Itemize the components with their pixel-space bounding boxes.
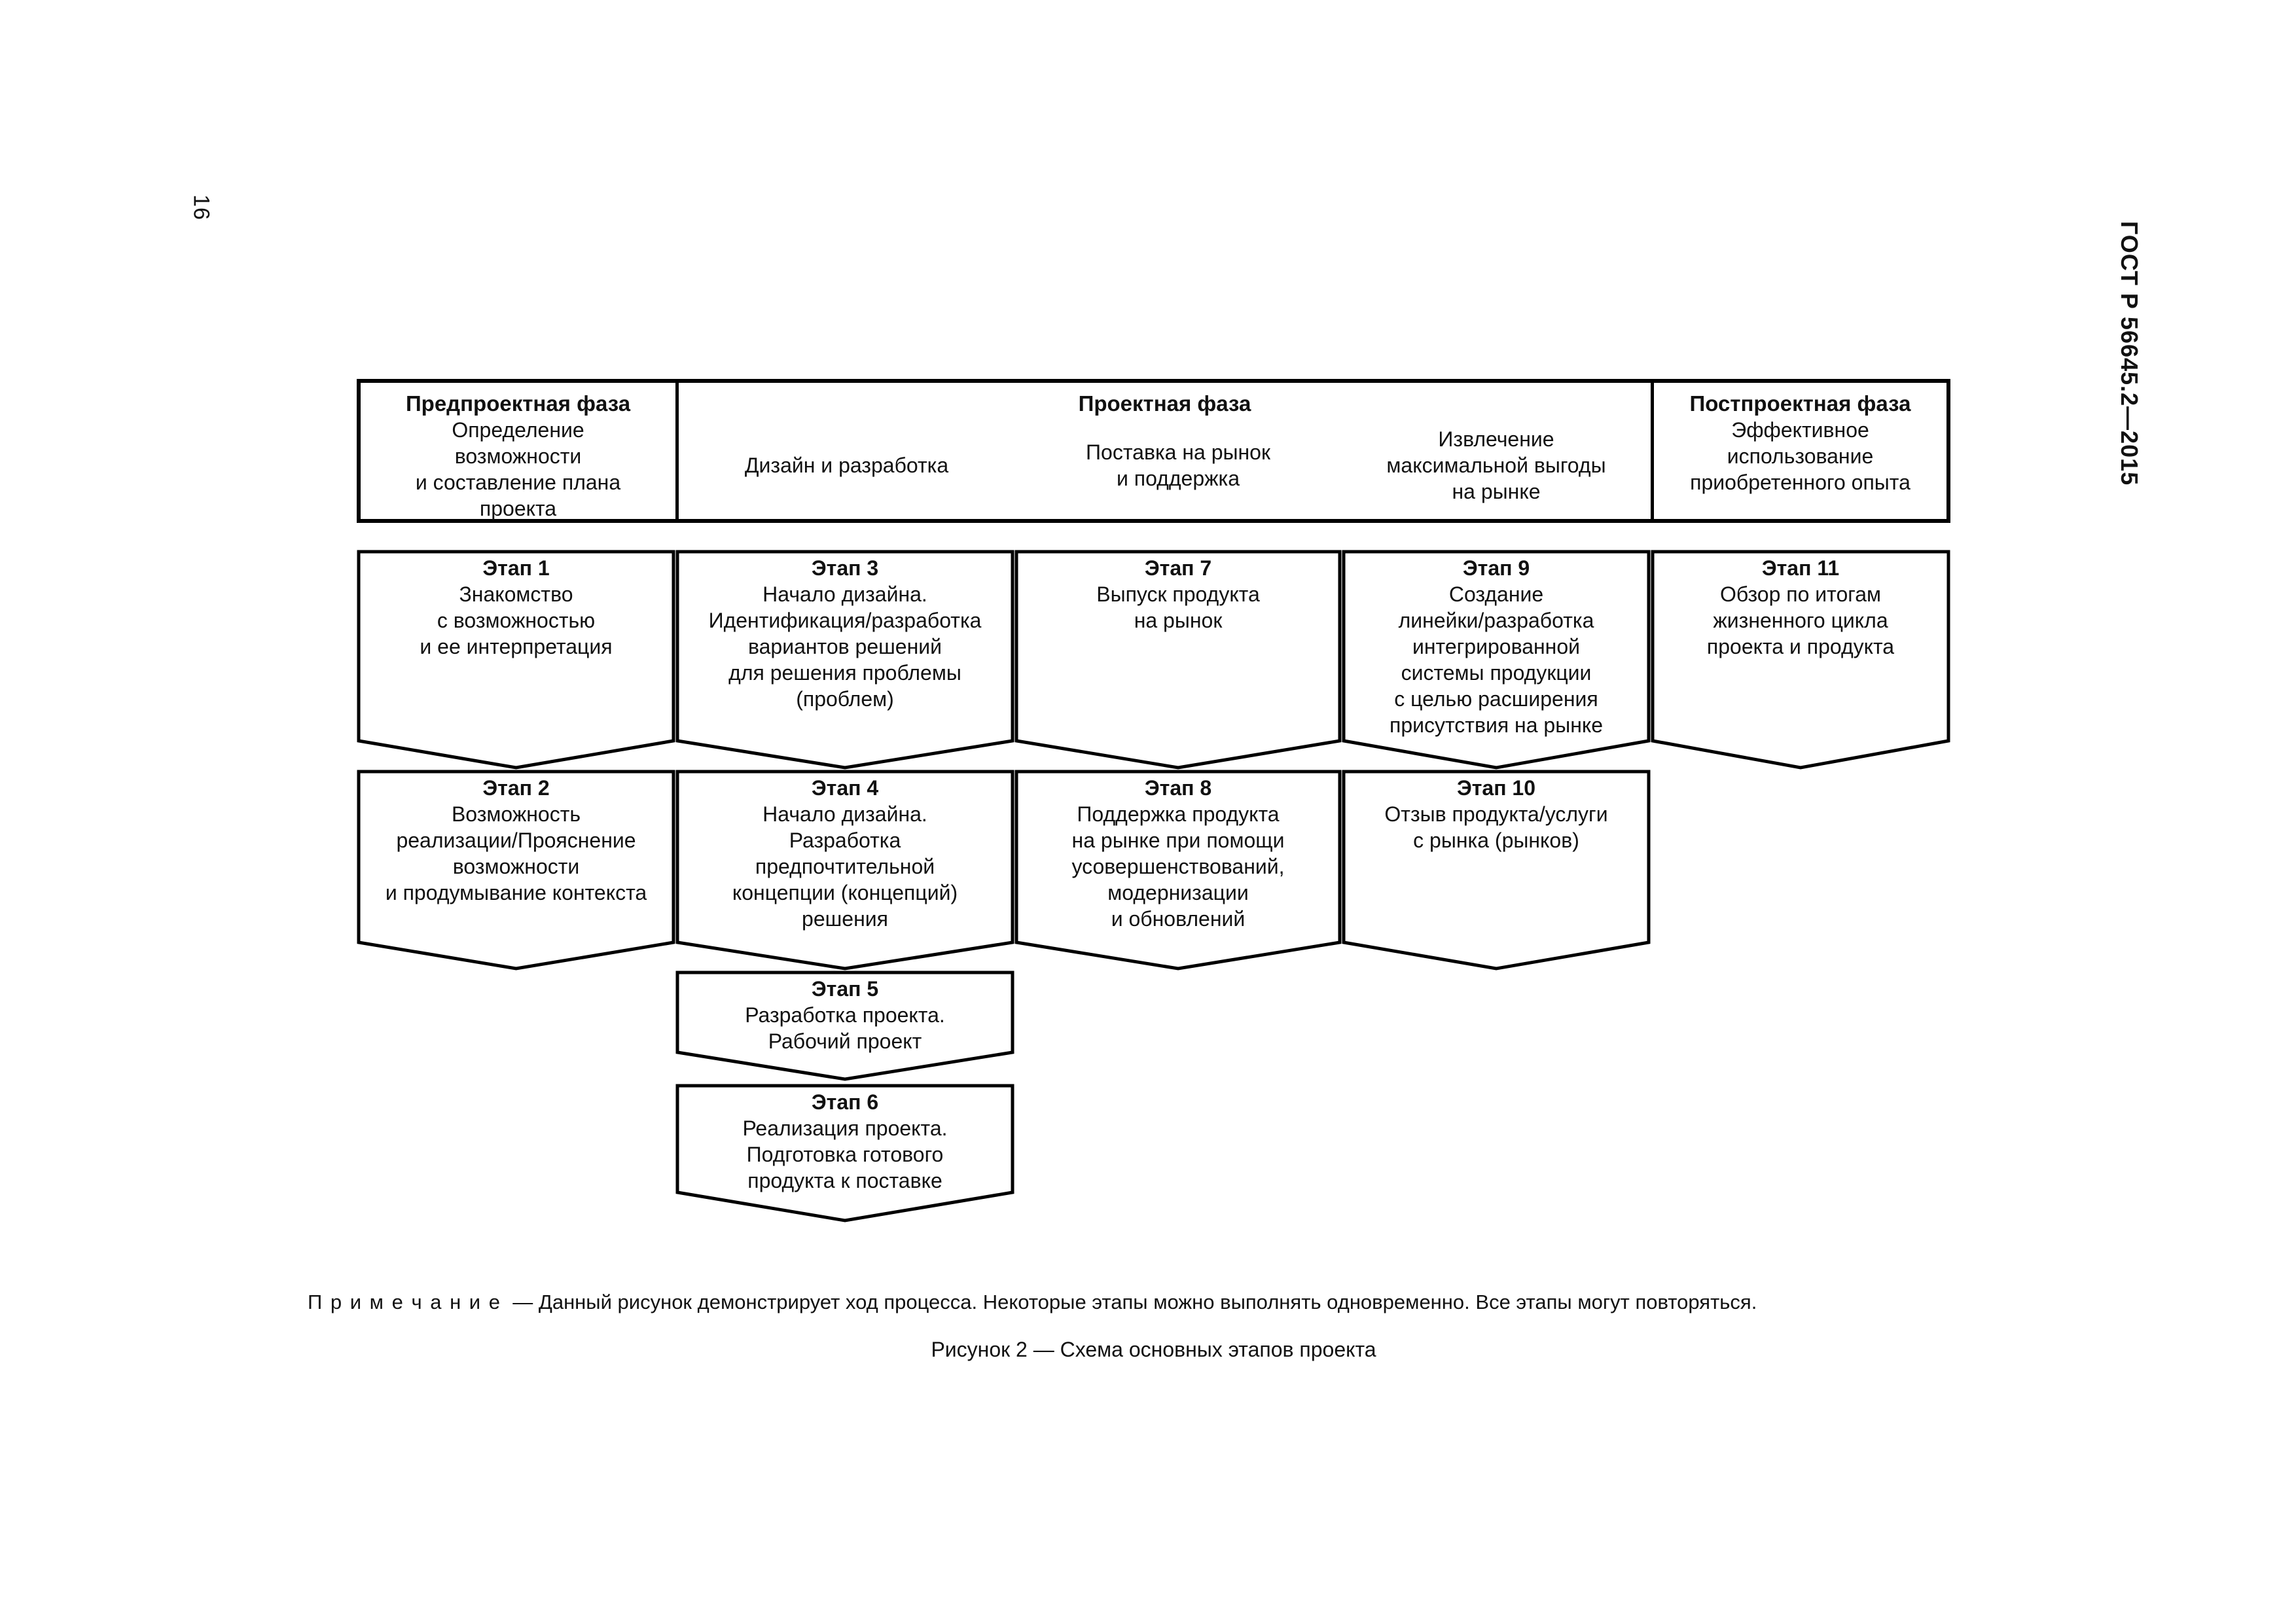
stage-title: Этап 6 xyxy=(811,1090,879,1114)
stage-box-3: Этап 3 Начало дизайна. Идентификация/раз… xyxy=(675,550,1014,770)
stage-content: Этап 6 Реализация проекта. Подготовка го… xyxy=(681,1089,1009,1194)
phase-title: Постпроектная фаза xyxy=(1689,391,1911,416)
stage-box-11: Этап 11 Обзор по итогам жизненного цикла… xyxy=(1651,550,1950,770)
phase-sub-market: Поставка на рынок и поддержка xyxy=(1086,440,1270,490)
phase-body: Эффективное использование приобретенного… xyxy=(1690,418,1910,494)
stage-banner-shape xyxy=(675,770,1014,971)
stage-content: Этап 7 Выпуск продукта на рынок xyxy=(1020,555,1336,633)
stage-content: Этап 8 Поддержка продукта на рынке при п… xyxy=(1020,775,1336,932)
stage-content: Этап 2 Возможность реализации/Прояснение… xyxy=(362,775,670,906)
stage-body: Знакомство с возможностью и ее интерпрет… xyxy=(420,582,613,658)
phase-sub-benefit: Извлечение максимальной выгоды на рынке xyxy=(1386,427,1606,503)
phase-separator xyxy=(1651,383,1654,519)
stage-banner-shape xyxy=(1651,550,1950,770)
stage-body: Поддержка продукта на рынке при помощи у… xyxy=(1071,802,1285,931)
figure-caption: Рисунок 2 — Схема основных этапов проект… xyxy=(931,1338,1376,1361)
stage-box-4: Этап 4 Начало дизайна. Разработка предпо… xyxy=(675,770,1014,971)
phase-sub-design: Дизайн и разработка xyxy=(744,454,949,477)
stage-banner-shape xyxy=(1342,770,1651,971)
stage-body: Разработка проекта. Рабочий проект xyxy=(745,1003,945,1053)
stage-title: Этап 9 xyxy=(1462,556,1530,580)
stage-body: Отзыв продукта/услуги с рынка (рынков) xyxy=(1384,802,1608,852)
stage-banner-shape xyxy=(675,1084,1014,1222)
stage-content: Этап 9 Создание линейки/разработка интег… xyxy=(1347,555,1645,738)
phase-post-project: Постпроектная фаза Эффективное использов… xyxy=(1654,383,1946,519)
stage-banner-shape xyxy=(357,770,675,971)
phase-title: Предпроектная фаза xyxy=(405,391,631,416)
document-code: ГОСТ Р 56645.2—2015 xyxy=(2116,221,2143,486)
stage-content: Этап 11 Обзор по итогам жизненного цикла… xyxy=(1656,555,1945,660)
stage-content: Этап 1 Знакомство с возможностью и ее ин… xyxy=(362,555,670,660)
stage-title: Этап 1 xyxy=(482,556,550,580)
stage-title: Этап 5 xyxy=(811,977,879,1001)
phase-row: Предпроектная фаза Определение возможнос… xyxy=(357,379,1950,523)
stage-body: Начало дизайна. Идентификация/разработка… xyxy=(708,582,982,711)
stage-banner-shape xyxy=(675,971,1014,1081)
stage-title: Этап 8 xyxy=(1144,776,1212,800)
stage-title: Этап 7 xyxy=(1144,556,1212,580)
stage-content: Этап 3 Начало дизайна. Идентификация/раз… xyxy=(681,555,1009,712)
stage-content: Этап 4 Начало дизайна. Разработка предпо… xyxy=(681,775,1009,932)
stage-title: Этап 11 xyxy=(1761,556,1840,580)
stage-box-6: Этап 6 Реализация проекта. Подготовка го… xyxy=(675,1084,1014,1222)
page-number: 16 xyxy=(188,194,214,221)
stage-body: Возможность реализации/Прояснение возмож… xyxy=(385,802,647,904)
stage-banner-shape xyxy=(357,550,675,770)
stage-body: Начало дизайна. Разработка предпочтитель… xyxy=(732,802,958,931)
stage-title: Этап 4 xyxy=(811,776,879,800)
stage-box-5: Этап 5 Разработка проекта. Рабочий проек… xyxy=(675,971,1014,1081)
stage-banner-shape xyxy=(675,550,1014,770)
stage-banner-shape xyxy=(1014,770,1342,971)
stage-title: Этап 10 xyxy=(1456,776,1536,800)
stage-title: Этап 3 xyxy=(811,556,879,580)
note-text: — Данный рисунок демонстрирует ход проце… xyxy=(512,1291,1757,1313)
stage-body: Выпуск продукта на рынок xyxy=(1096,582,1260,632)
stage-box-2: Этап 2 Возможность реализации/Прояснение… xyxy=(357,770,675,971)
stage-banner-shape xyxy=(1014,550,1342,770)
stage-banner-shape xyxy=(1342,550,1651,770)
stage-body: Реализация проекта. Подготовка готового … xyxy=(742,1116,948,1192)
stage-body: Обзор по итогам жизненного цикла проекта… xyxy=(1706,582,1895,658)
stage-box-8: Этап 8 Поддержка продукта на рынке при п… xyxy=(1014,770,1342,971)
phase-subcolumns: Дизайн и разработка Поставка на рынок и … xyxy=(679,417,1651,514)
note-label: П р и м е ч а н и е xyxy=(308,1291,501,1313)
phase-pre-project: Предпроектная фаза Определение возможнос… xyxy=(361,383,675,520)
stage-title: Этап 2 xyxy=(482,776,550,800)
phase-project: Проектная фаза Дизайн и разработка Поста… xyxy=(679,383,1651,519)
stage-box-1: Этап 1 Знакомство с возможностью и ее ин… xyxy=(357,550,675,770)
stage-box-10: Этап 10 Отзыв продукта/услуги с рынка (р… xyxy=(1342,770,1651,971)
stage-content: Этап 10 Отзыв продукта/услуги с рынка (р… xyxy=(1347,775,1645,853)
stage-box-9: Этап 9 Создание линейки/разработка интег… xyxy=(1342,550,1651,770)
figure-note: П р и м е ч а н и е — Данный рисунок дем… xyxy=(308,1289,2258,1315)
phase-separator xyxy=(675,383,679,519)
stage-box-7: Этап 7 Выпуск продукта на рынок xyxy=(1014,550,1342,770)
stage-body: Создание линейки/разработка интегрирован… xyxy=(1389,582,1604,737)
phase-body: Определение возможности и составление пл… xyxy=(415,418,621,520)
stage-content: Этап 5 Разработка проекта. Рабочий проек… xyxy=(681,976,1009,1054)
phase-title: Проектная фаза xyxy=(1078,391,1251,416)
